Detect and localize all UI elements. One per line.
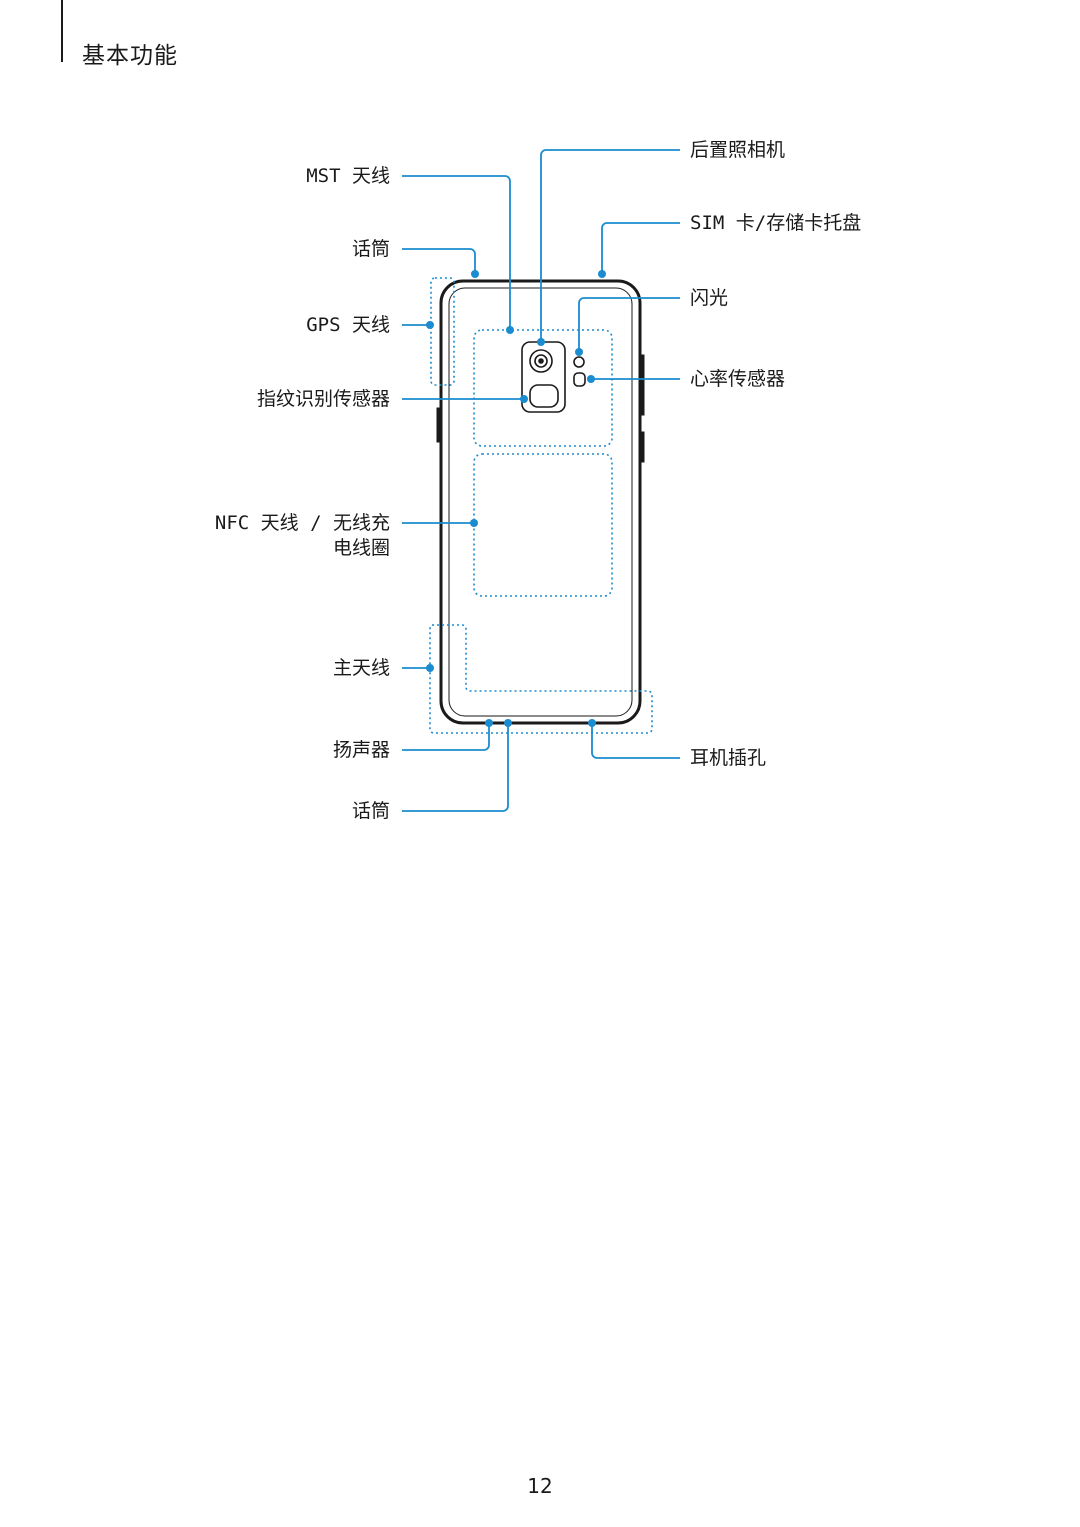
label-microphone-bottom: 话筒	[351, 800, 390, 822]
callout-dots	[426, 270, 606, 727]
label-sim-tray: SIM 卡/存储卡托盘	[690, 212, 862, 234]
callout-flash	[578, 297, 680, 352]
label-main-antenna: 主天线	[332, 657, 390, 679]
header-rule	[61, 0, 63, 62]
callout-camera	[540, 149, 680, 342]
callout-mic-top	[402, 248, 476, 273]
callout-speaker	[402, 724, 490, 751]
label-gps-antenna: GPS 天线	[306, 314, 390, 336]
label-fingerprint-sensor: 指纹识别传感器	[256, 388, 390, 410]
label-rear-camera: 后置照相机	[690, 139, 786, 161]
callout-mic-bottom	[402, 724, 509, 812]
label-nfc-line2: 电线圈	[332, 537, 390, 559]
label-flash: 闪光	[690, 287, 729, 309]
label-nfc-line1: NFC 天线 / 无线充	[214, 512, 390, 534]
page-number: 12	[527, 1474, 553, 1498]
label-heart-rate-sensor: 心率传感器	[690, 368, 786, 390]
callout-mst	[402, 175, 511, 328]
callout-lines	[402, 149, 680, 812]
phone-body	[436, 279, 645, 725]
label-speaker: 扬声器	[332, 739, 390, 761]
label-microphone-top: 话筒	[351, 238, 390, 260]
callout-sim	[601, 222, 680, 273]
label-earphone-jack: 耳机插孔	[690, 747, 767, 769]
callout-earphone	[591, 724, 680, 759]
label-mst-antenna: MST 天线	[306, 165, 390, 187]
dotted-regions	[429, 277, 653, 734]
section-title: 基本功能	[82, 43, 178, 69]
